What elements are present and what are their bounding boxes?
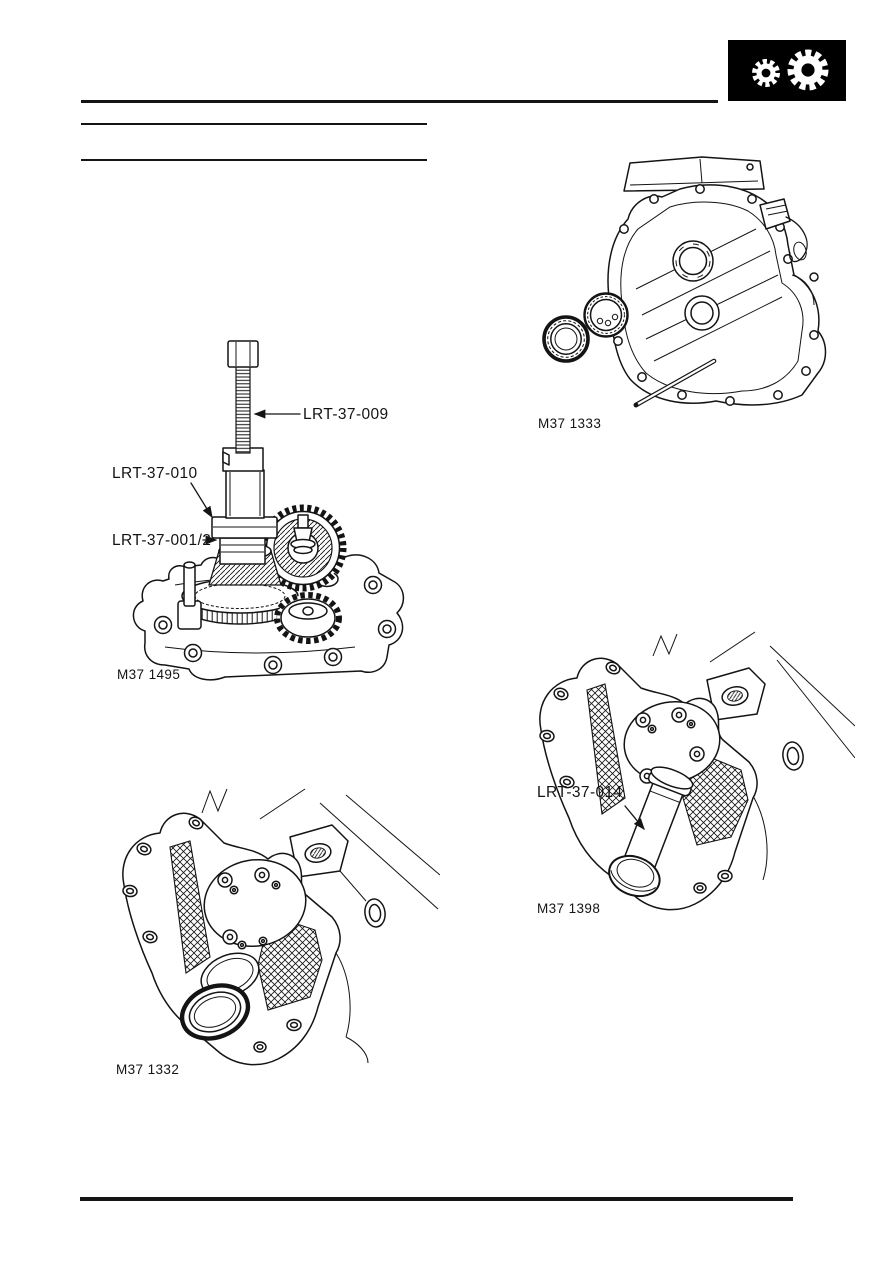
leader-arrows (190, 409, 301, 545)
tool-label: LRT-37-001/2 (112, 532, 211, 549)
bolt-hex-head (227, 340, 259, 368)
hatched-web-left (169, 840, 211, 974)
figure-caption: M37 1398 (537, 901, 601, 916)
oil-seal-ring (542, 315, 590, 363)
spur-gear (259, 504, 347, 592)
end-plate-flange (122, 812, 341, 1066)
figure-drift-tool-illustration: LRT-37-014 (537, 631, 855, 911)
case-background (652, 631, 855, 881)
tool-label: LRT-37-010 (112, 465, 198, 482)
ribbed-bearing-ring (181, 578, 299, 625)
cover-bolt-holes (153, 575, 397, 675)
leader-arrow (624, 805, 645, 831)
tool-label: LRT-37-009 (303, 406, 389, 423)
flange-bolt-holes (122, 816, 302, 1053)
large-gear-glyph (787, 49, 829, 91)
gears-icon (752, 49, 829, 91)
footer-rule (80, 1197, 793, 1201)
figure-plate-seal-illustration (122, 788, 440, 1066)
plate-bolts (217, 867, 281, 950)
threaded-boss (289, 824, 349, 878)
figure-extractor-illustration: LRT-37-009 LRT-37-010 LRT-37-001/2 (112, 340, 405, 681)
bevel-gear (274, 592, 342, 644)
figure-caption: M37 1495 (117, 667, 181, 682)
oil-seal (179, 983, 251, 1041)
figure-housing-seals (530, 155, 850, 420)
side-bore (782, 741, 804, 771)
puller-tool (211, 340, 278, 565)
figure-extractor: LRT-37-009 LRT-37-010 LRT-37-001/2 (105, 335, 435, 685)
bearing-ring (583, 292, 629, 338)
threaded-boss (706, 667, 766, 721)
title-rule-top (81, 123, 427, 125)
case-background (201, 788, 440, 1064)
side-bore (339, 870, 386, 928)
title-rule-bottom (81, 159, 427, 161)
header-rule (81, 100, 718, 103)
figure-housing-seals-illustration (542, 156, 827, 408)
section-icon-box (728, 40, 846, 101)
hatched-web-left (586, 683, 626, 815)
figure-plate-seal (110, 785, 440, 1075)
figure-drift-tool: LRT-37-014 (525, 630, 855, 920)
flange-bolt-holes (539, 661, 733, 894)
tool-label: LRT-37-014 (537, 784, 623, 801)
threaded-bolt-shaft (235, 364, 251, 454)
hatched-web-right (682, 751, 749, 846)
figure-caption: M37 1333 (538, 416, 602, 431)
sensor-and-lead (759, 198, 819, 306)
oil-pickup-pipe (633, 358, 717, 408)
gearbox-housing (607, 156, 827, 408)
small-gear-glyph (752, 59, 780, 87)
end-plate-flange (539, 657, 758, 911)
figure-caption: M37 1332 (116, 1062, 180, 1077)
dowel-stud (177, 561, 202, 630)
drift-tool (608, 766, 694, 898)
flange-bolt-holes (613, 184, 819, 406)
